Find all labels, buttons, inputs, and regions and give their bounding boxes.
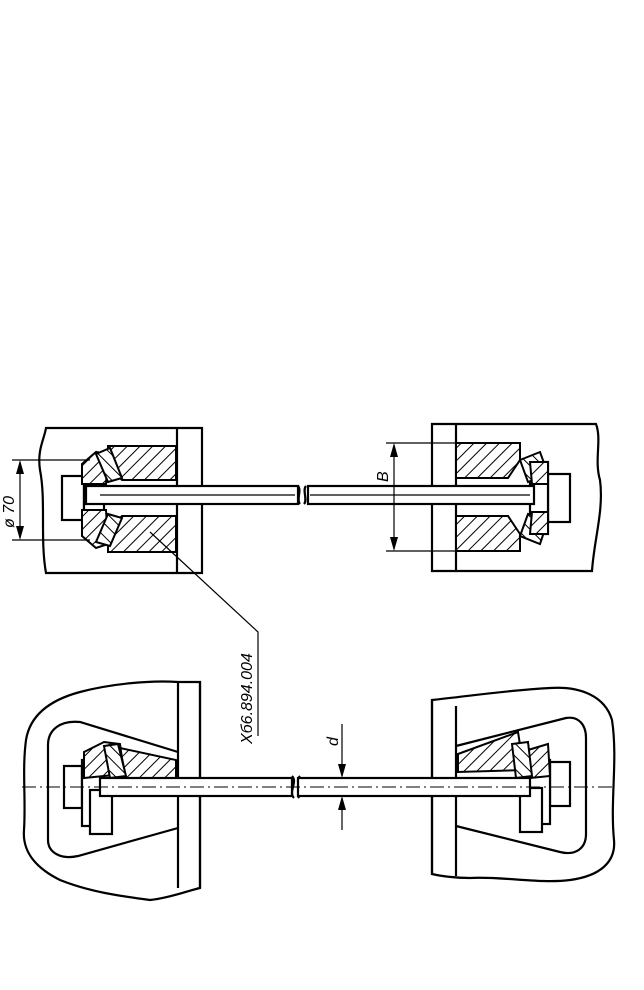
part-number-leader: Хб6.894.004 xyxy=(149,531,259,745)
top-right-nut-upper xyxy=(528,461,549,485)
top-right-clamp-lower xyxy=(455,515,521,552)
width-label: B xyxy=(375,471,392,482)
bottom-left-cone xyxy=(118,746,177,779)
bottom-left-inner-pocket xyxy=(46,720,179,859)
width-dimension: B xyxy=(375,442,456,552)
bottom-right-assembly xyxy=(296,686,616,883)
top-left-end-cap xyxy=(60,474,86,522)
wire-label: d xyxy=(325,736,342,746)
top-left-cone-lower xyxy=(94,512,124,548)
bottom-left-assembly xyxy=(22,680,294,902)
bottom-right-collet xyxy=(510,740,534,780)
top-right-assembly xyxy=(306,422,602,573)
diameter-label: ø 70 xyxy=(1,496,18,528)
wire-dimension: d xyxy=(325,724,346,830)
bottom-right-casting-outline xyxy=(430,686,616,883)
diameter-dimension: ø 70 xyxy=(1,459,90,541)
top-right-housing xyxy=(430,422,602,573)
top-right-clamp-upper xyxy=(455,442,521,479)
top-wire-break xyxy=(297,485,307,505)
top-right-nut-lower xyxy=(528,511,549,535)
bottom-left-casting-outline xyxy=(22,680,202,902)
part-number-label: Хб6.894.004 xyxy=(239,653,256,745)
bottom-right-end-cap xyxy=(548,760,572,808)
top-right-end-cap xyxy=(546,472,572,524)
bottom-right-inner-pocket xyxy=(455,716,588,855)
top-left-housing xyxy=(38,426,204,575)
top-left-assembly xyxy=(38,426,300,575)
top-left-cone-upper xyxy=(94,446,124,484)
bottom-left-collet xyxy=(102,742,128,780)
